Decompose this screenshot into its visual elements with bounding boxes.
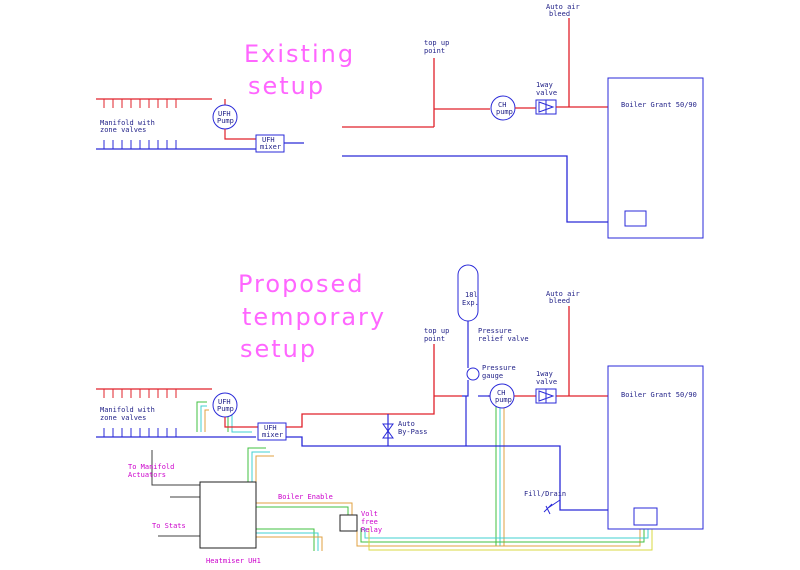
proposed-title-line-2: temporary xyxy=(242,303,386,331)
proposed-ufh-mixer-label-2: mixer xyxy=(262,431,283,439)
existing-ch-pump: CH pump xyxy=(490,95,516,121)
auto-bypass-valve: Auto By-Pass xyxy=(382,414,428,446)
gauge-label-1: Pressure xyxy=(482,364,516,372)
relay-label-2: free xyxy=(361,518,378,526)
existing-ufh-mixer-label-1: UFH xyxy=(262,136,275,144)
existing-boiler-label: Boiler Grant 50/90 xyxy=(621,101,697,109)
proposed-air-bleed-label-1: Auto air xyxy=(546,290,580,298)
existing-ufh-pump: UFH Pump xyxy=(212,99,256,140)
proposed-top-up-label-1: top up xyxy=(424,327,449,335)
existing-air-bleed-label-1: Auto air xyxy=(546,3,580,11)
expansion-vessel: 18l Exp. Pressure relief valve xyxy=(457,264,529,368)
proposed-air-bleed-label-2: bleed xyxy=(549,297,570,305)
existing-manifold-label-1: Manifold with xyxy=(100,119,155,127)
existing-ufh-mixer-label-2: mixer xyxy=(260,143,281,151)
relief-label-2: relief valve xyxy=(478,335,529,343)
expansion-label-1: 18l xyxy=(465,291,478,299)
proposed-setup: Proposed temporary setup xyxy=(96,264,704,565)
boiler-enable-label: Boiler Enable xyxy=(278,493,333,501)
existing-title-line-2: setup xyxy=(248,72,325,100)
proposed-ufh-mixer: UFH mixer xyxy=(257,422,287,441)
existing-title-line-1: Existing xyxy=(244,40,355,68)
relay-label-1: Volt xyxy=(361,510,378,518)
proposed-ufh-pump: UFH Pump xyxy=(212,392,258,428)
proposed-boiler-label: Boiler Grant 50/90 xyxy=(621,391,697,399)
actuators-label-2: Actuators xyxy=(128,471,166,479)
proposed-ch-pump-label-1: CH xyxy=(497,389,505,397)
proposed-valve-label-1: 1way xyxy=(536,370,553,378)
relay-label-3: Relay xyxy=(361,526,382,534)
proposed-ufh-mixer-label-1: UFH xyxy=(264,424,277,432)
existing-ufh-pump-label-1: UFH xyxy=(218,110,231,118)
bypass-label-1: Auto xyxy=(398,420,415,428)
existing-one-way-valve: 1way valve xyxy=(535,81,557,115)
expansion-label-2: Exp. xyxy=(462,299,479,307)
bypass-label-2: By-Pass xyxy=(398,428,428,436)
actuators-label-1: To Manifold xyxy=(128,463,174,471)
relief-label-1: Pressure xyxy=(478,327,512,335)
proposed-one-way-valve: 1way valve xyxy=(535,370,557,404)
proposed-ch-pump: CH pump xyxy=(465,383,515,446)
existing-boiler: Boiler Grant 50/90 xyxy=(607,77,704,239)
proposed-top-up-label-2: point xyxy=(424,335,445,343)
proposed-title-line-1: Proposed xyxy=(238,270,365,298)
proposed-ch-pump-label-2: pump xyxy=(495,396,512,404)
existing-air-bleed-label-2: bleed xyxy=(549,10,570,18)
volt-free-relay: Volt free Relay xyxy=(339,510,382,534)
existing-ch-pump-label-1: CH xyxy=(498,101,506,109)
proposed-valve-label-2: valve xyxy=(536,378,557,386)
heatmiser-controller: Heatmiser UH1 xyxy=(199,481,261,565)
existing-ch-pump-label-2: pump xyxy=(496,108,513,116)
existing-setup: Existing setup Manifold with zone valves xyxy=(96,3,704,239)
pressure-gauge: Pressure gauge xyxy=(462,364,516,397)
fill-drain-label: Fill/Drain xyxy=(524,490,566,498)
existing-valve-label-2: valve xyxy=(536,89,557,97)
fill-drain-valve: Fill/Drain xyxy=(524,490,566,515)
existing-valve-label-1: 1way xyxy=(536,81,553,89)
proposed-ufh-pump-label-1: UFH xyxy=(218,398,231,406)
proposed-title-line-3: setup xyxy=(240,335,317,363)
gauge-label-2: gauge xyxy=(482,372,503,380)
existing-ufh-pump-label-2: Pump xyxy=(217,117,234,125)
existing-manifold: Manifold with zone valves xyxy=(96,98,256,150)
heatmiser-label: Heatmiser UH1 xyxy=(206,557,261,565)
stats-label: To Stats xyxy=(152,522,186,530)
existing-top-up-label-2: point xyxy=(424,47,445,55)
existing-manifold-label-2: zone valves xyxy=(100,126,146,134)
proposed-boiler: Boiler Grant 50/90 xyxy=(607,365,704,530)
proposed-manifold-label-2: zone valves xyxy=(100,414,146,422)
existing-top-up-label-1: top up xyxy=(424,39,449,47)
proposed-manifold: Manifold with zone valves xyxy=(96,388,256,438)
existing-ufh-mixer: UFH mixer xyxy=(255,134,304,153)
proposed-manifold-label-1: Manifold with xyxy=(100,406,155,414)
proposed-ufh-pump-label-2: Pump xyxy=(217,405,234,413)
